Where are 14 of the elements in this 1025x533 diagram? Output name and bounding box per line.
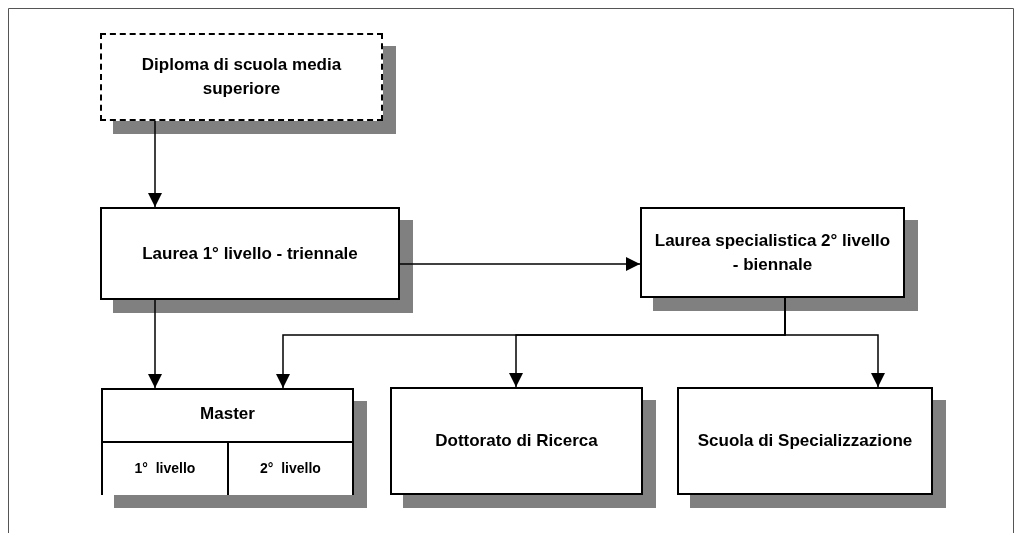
- box-label: 2° livello: [259, 459, 322, 479]
- arrow: [148, 120, 162, 208]
- box-label: 1° livello: [133, 459, 197, 479]
- box-label: Laurea specialistica 2° livello - biennale: [653, 229, 892, 276]
- arrow: [784, 297, 885, 388]
- box-label: Master: [199, 403, 256, 425]
- table-cell: [229, 441, 352, 495]
- arrow: [399, 257, 641, 271]
- arrow: [148, 299, 162, 389]
- table-cell: [103, 441, 229, 495]
- box-label: Laurea 1° livello - triennale: [141, 242, 359, 265]
- box-label: Diploma di scuola media superiore: [140, 54, 343, 100]
- box-label: Scuola di Specializzazione: [696, 430, 914, 453]
- box-label: Dottorato di Ricerca: [434, 430, 599, 453]
